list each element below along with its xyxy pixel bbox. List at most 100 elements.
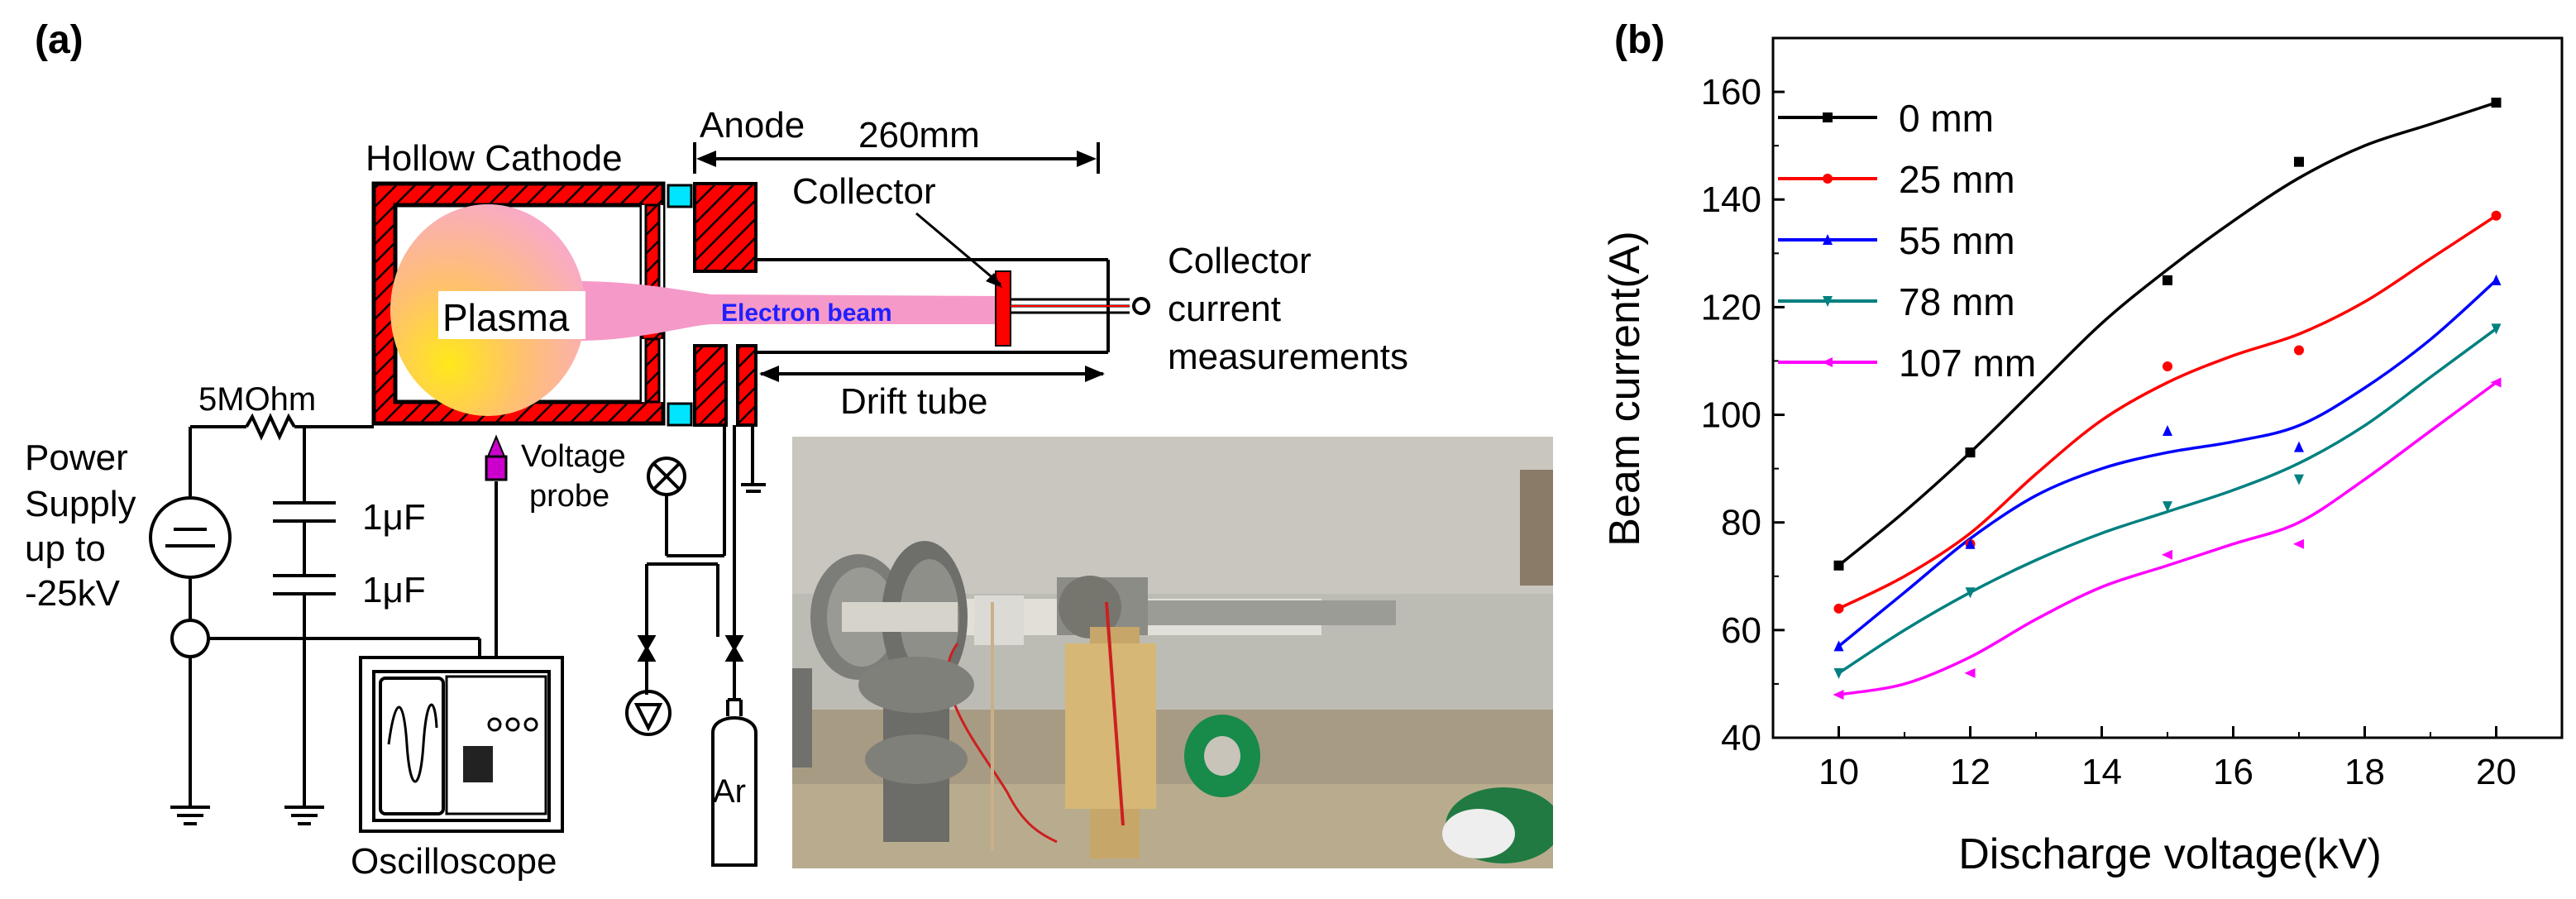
data-point-55mm <box>2294 441 2304 452</box>
data-point-55mm <box>1833 640 1844 652</box>
data-point-0mm <box>1833 560 1844 571</box>
y-tick-label: 100 <box>1701 395 1761 436</box>
panel-b-label: (b) <box>1614 18 1665 62</box>
data-point-78mm <box>1833 667 1844 679</box>
legend: 0 mm 25 mm 55 mm 78 mm 107 mm <box>1778 97 2036 385</box>
x-tick-label: 16 <box>2213 752 2253 792</box>
anode-label: Anode <box>700 105 805 146</box>
power-supply <box>149 496 232 579</box>
x-tick-label: 14 <box>2081 752 2122 792</box>
data-point-0mm <box>1965 447 1976 458</box>
oscilloscope <box>359 656 564 833</box>
anode-bottom-2 <box>736 344 758 427</box>
apparatus-photo-drawing <box>792 437 1553 868</box>
panel-a-schematic: (a) Plasma Electron beam <box>25 18 1408 882</box>
dim-arrowhead-right <box>1077 151 1097 167</box>
y-axis-title: Beam current(A) <box>1601 231 1649 546</box>
dim-arrowhead-left <box>696 151 716 167</box>
electron-beam-shape <box>579 281 1005 341</box>
x-axis-title: Discharge voltage(kV) <box>1958 830 2382 878</box>
data-point-78mm <box>1965 587 1976 599</box>
legend-label: 0 mm <box>1899 97 1994 140</box>
collector-meas-line3: measurements <box>1168 337 1408 377</box>
power-line1: Power <box>25 438 128 478</box>
drift-arrowhead-left <box>759 366 779 382</box>
resistor-label: 5MOhm <box>198 381 316 418</box>
drift-tube-label: Drift tube <box>840 381 988 422</box>
capacitor-1-label: 1μF <box>362 497 426 538</box>
data-point-78mm <box>2491 323 2502 335</box>
legend-label: 78 mm <box>1899 280 2015 323</box>
collector-label: Collector <box>792 171 936 212</box>
dimension-label: 260mm <box>858 115 980 155</box>
collector-plate <box>995 270 1011 347</box>
voltage-probe-body <box>485 455 508 481</box>
collector-pointer-head <box>986 273 1002 288</box>
legend-marker <box>1823 112 1833 122</box>
series-line-107mm <box>1838 381 2497 696</box>
collector-meas-line1: Collector <box>1168 241 1312 281</box>
data-point-78mm <box>2294 474 2304 485</box>
data-point-55mm <box>2491 274 2502 285</box>
circuit-wires <box>189 413 498 807</box>
collector-lead <box>1011 298 1130 314</box>
collector-meas-line2: current <box>1168 289 1281 329</box>
power-line4: -25kV <box>25 573 121 614</box>
series-line-55mm <box>1838 279 2497 648</box>
collector-pointer <box>915 212 1001 286</box>
series-line-25mm <box>1838 214 2497 610</box>
data-point-107mm <box>1833 689 1844 700</box>
legend-marker <box>1822 357 1833 367</box>
power-line3: up to <box>25 528 106 569</box>
anode-top <box>693 182 758 273</box>
data-point-55mm <box>2163 425 2172 437</box>
drift-arrowhead-right <box>1085 366 1105 382</box>
legend-label: 25 mm <box>1899 158 2015 201</box>
y-tick-label: 160 <box>1701 72 1761 112</box>
voltage-probe-line2: probe <box>529 479 609 514</box>
dimension-arrow-260mm <box>693 142 1100 174</box>
gas-label: Ar <box>713 773 746 810</box>
panel-a-label: (a) <box>35 18 84 62</box>
current-probe <box>170 619 210 658</box>
apparatus-photo <box>792 437 1553 868</box>
x-tick-label: 10 <box>1818 752 1859 792</box>
data-point-25mm <box>2294 345 2304 356</box>
y-tick-label: 120 <box>1701 287 1761 328</box>
data-point-25mm <box>1833 603 1844 614</box>
ground-symbols <box>170 483 766 825</box>
data-point-107mm <box>2490 377 2502 388</box>
legend-label: 107 mm <box>1899 342 2036 385</box>
insulator-top <box>667 184 693 208</box>
data-point-25mm <box>2491 210 2502 221</box>
data-point-107mm <box>1964 667 1976 678</box>
legend-marker <box>1823 174 1833 184</box>
series-line-0mm <box>1838 101 2497 567</box>
data-point-55mm <box>1965 538 1976 549</box>
data-point-25mm <box>2163 361 2172 371</box>
x-tick-label: 12 <box>1950 752 1991 792</box>
y-tick-label: 80 <box>1721 503 1761 543</box>
collector-terminal <box>1132 297 1150 315</box>
voltage-probe-line1: Voltage <box>521 439 626 474</box>
data-point-78mm <box>2163 501 2172 513</box>
legend-marker <box>1823 296 1833 307</box>
legend-marker <box>1823 234 1833 245</box>
insulator-bottom <box>667 402 693 427</box>
data-point-0mm <box>2491 98 2502 108</box>
data-point-107mm <box>2162 549 2172 560</box>
x-tick-label: 20 <box>2476 752 2516 792</box>
y-tick-label: 60 <box>1721 610 1761 651</box>
oscilloscope-label: Oscilloscope <box>351 841 557 882</box>
power-line2: Supply <box>25 484 136 524</box>
y-tick-label: 40 <box>1721 718 1761 758</box>
legend-label: 55 mm <box>1899 219 2015 262</box>
hollow-cathode-label: Hollow Cathode <box>366 138 623 179</box>
data-point-0mm <box>2163 275 2172 285</box>
gas-feed <box>625 425 758 867</box>
plasma-label: Plasma <box>442 296 570 339</box>
series-markers <box>1833 98 2502 700</box>
